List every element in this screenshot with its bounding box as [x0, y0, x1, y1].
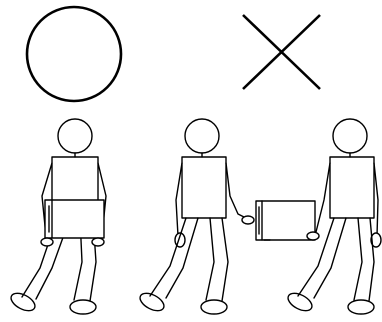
right-foot [70, 300, 96, 314]
person-carrying-alone [8, 119, 106, 314]
head [333, 119, 367, 153]
right-foot [348, 300, 374, 314]
head [58, 119, 92, 153]
torso [330, 157, 374, 218]
cross-icon [243, 15, 320, 89]
left-foot [8, 290, 38, 315]
appliance-box [45, 200, 104, 238]
appliance-box-shared [256, 201, 315, 240]
person-carrying-left [137, 119, 254, 314]
circle-icon [27, 7, 121, 101]
right-foot [201, 300, 227, 314]
head [185, 119, 219, 153]
torso [182, 157, 226, 218]
